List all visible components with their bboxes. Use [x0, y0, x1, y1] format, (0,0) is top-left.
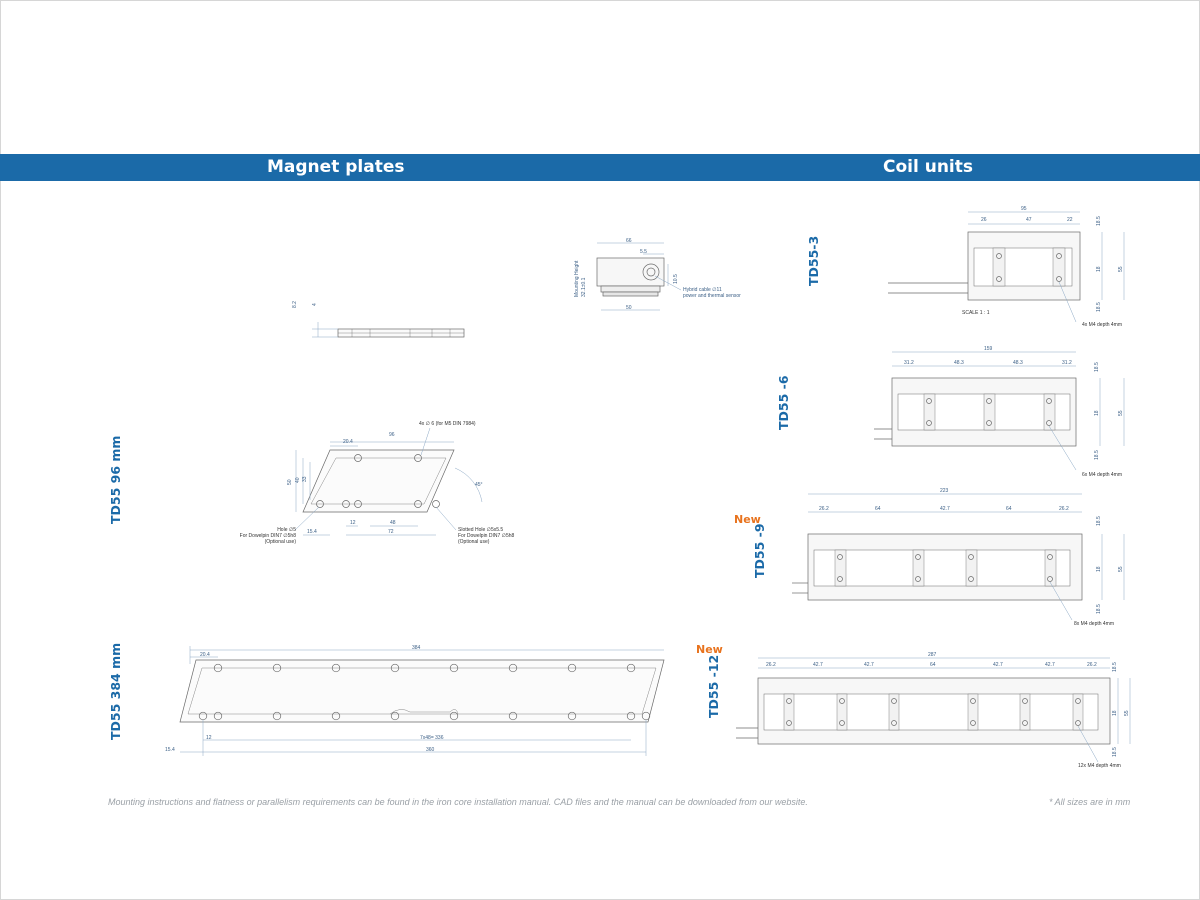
dim-label: 18.5 [1112, 747, 1118, 757]
dim-label: 40 [295, 477, 301, 483]
td55-9-label: TD55 -9 [752, 523, 767, 578]
dim-label: 47 [1026, 217, 1032, 223]
td55-3-label: TD55-3 [806, 236, 821, 286]
dim-label: 48.3 [1013, 360, 1023, 366]
dim-label: 31.2 [904, 360, 914, 366]
dim-label: 26.2 [819, 506, 829, 512]
dim-label: 360 [426, 747, 435, 753]
dim-label: 42.7 [864, 662, 874, 668]
dim-label: 15.4 [307, 529, 317, 535]
dim-label: 26 [981, 217, 987, 223]
td55-6-coil-drawing [874, 351, 1125, 471]
thread-note: 12x M4 depth 4mm [1078, 763, 1121, 769]
dim-label: 5.5 [640, 249, 647, 255]
dim-label: 7x48= 336 [420, 735, 444, 741]
dim-label: 20.4 [343, 439, 353, 445]
mounting-height-value: 32.1±0.1 [581, 277, 587, 297]
dim-label: 18.5 [1112, 662, 1118, 672]
dim-label: 42.7 [940, 506, 950, 512]
dim-label: 64 [875, 506, 881, 512]
dim-label: 4 [312, 303, 318, 306]
td55-96-label: TD55 96 mm [108, 436, 123, 524]
td55-3-coil-drawing [888, 211, 1125, 323]
hole-note: (Optional use) [265, 539, 297, 545]
new-badge: New [696, 643, 723, 656]
slot-note: (Optional use) [458, 539, 490, 545]
hole-note: Hole ∅5 [277, 527, 296, 533]
dim-label: 10.5 [673, 274, 679, 284]
magnet-plate-side-view [312, 322, 465, 338]
dim-label: 33 [302, 476, 308, 482]
footer-note: Mounting instructions and flatness or pa… [108, 797, 808, 807]
slot-note: Slotted Hole ∅5x5.5 [458, 527, 503, 533]
dim-label: 55 [1118, 410, 1124, 416]
td55-6-label: TD55 -6 [776, 375, 791, 430]
dim-label: 64 [1006, 506, 1012, 512]
dim-label: 42.7 [1045, 662, 1055, 668]
dim-label: 50 [287, 479, 293, 485]
dim-label: 55 [1118, 566, 1124, 572]
dim-label: 20.4 [200, 652, 210, 658]
angle-label: 45° [475, 482, 483, 488]
dim-label: 8.2 [292, 301, 298, 308]
td55-384-label: TD55 384 mm [108, 643, 123, 740]
magnet-plates-heading: Magnet plates [267, 157, 405, 177]
dim-label: 18.5 [1094, 450, 1100, 460]
dim-label: 12 [350, 520, 356, 526]
scale-label: SCALE 1 : 1 [962, 310, 990, 316]
dim-label: 42.7 [813, 662, 823, 668]
dim-label: 18 [1096, 266, 1102, 272]
dim-label: 12 [206, 735, 212, 741]
dim-label: 18.5 [1094, 362, 1100, 372]
cable-note: Hybrid cable ∅11 [683, 287, 722, 293]
dim-label: 64 [930, 662, 936, 668]
dim-label: 66 [626, 238, 632, 244]
hole-note: For Dowelpin DIN7 ∅5h8 [240, 533, 297, 539]
sensor-head-drawing [596, 242, 682, 311]
dim-label: 48 [390, 520, 396, 526]
dim-label: 287 [928, 652, 937, 658]
dim-label: 42.7 [993, 662, 1003, 668]
dim-label: 26.2 [1059, 506, 1069, 512]
dim-label: 18 [1094, 410, 1100, 416]
dim-label: 48.3 [954, 360, 964, 366]
dim-label: 18.5 [1096, 516, 1102, 526]
dim-label: 18 [1112, 710, 1118, 716]
dim-label: 159 [984, 346, 993, 352]
dim-label: 31.2 [1062, 360, 1072, 366]
dim-label: 18.5 [1096, 216, 1102, 226]
dim-label: 15.4 [165, 747, 175, 753]
td55-9-coil-drawing [792, 493, 1125, 621]
dim-label: 26.2 [766, 662, 776, 668]
thread-note: 8x M4 depth 4mm [1074, 621, 1114, 627]
dim-label: 18 [1096, 566, 1102, 572]
dim-label: 384 [412, 645, 421, 651]
dim-label: 55 [1124, 710, 1130, 716]
dim-label: 22 [1067, 217, 1073, 223]
dim-label: 72 [388, 529, 394, 535]
thread-note: 4x M4 depth 4mm [1082, 322, 1122, 328]
dim-label: 50 [626, 305, 632, 311]
dim-label: 223 [940, 488, 949, 494]
td55-384-plate-drawing [179, 646, 665, 756]
cable-note: power and thermal sensor [683, 293, 741, 299]
dim-label: 26.2 [1087, 662, 1097, 668]
dim-label: 18.5 [1096, 604, 1102, 614]
section-banner: Magnet plates Coil units [0, 154, 1200, 181]
td55-96-plate-drawing [294, 427, 483, 536]
new-badge: New [734, 513, 761, 526]
dim-label: 96 [389, 432, 395, 438]
dim-label: 95 [1021, 206, 1027, 212]
sizes-note: * All sizes are in mm [1049, 797, 1131, 807]
screw-note: 4x ∅ 6 (for M5 DIN 7984) [419, 421, 476, 427]
mounting-height-label: Mounting Height [574, 260, 580, 297]
td55-12-coil-drawing [736, 657, 1131, 763]
td55-12-label: TD55 -12 [706, 655, 721, 718]
dim-label: 55 [1118, 266, 1124, 272]
slot-note: For Dowelpin DIN7 ∅5h8 [458, 533, 515, 539]
dim-label: 18.5 [1096, 302, 1102, 312]
coil-units-heading: Coil units [883, 157, 974, 177]
thread-note: 6x M4 depth 4mm [1082, 472, 1122, 478]
